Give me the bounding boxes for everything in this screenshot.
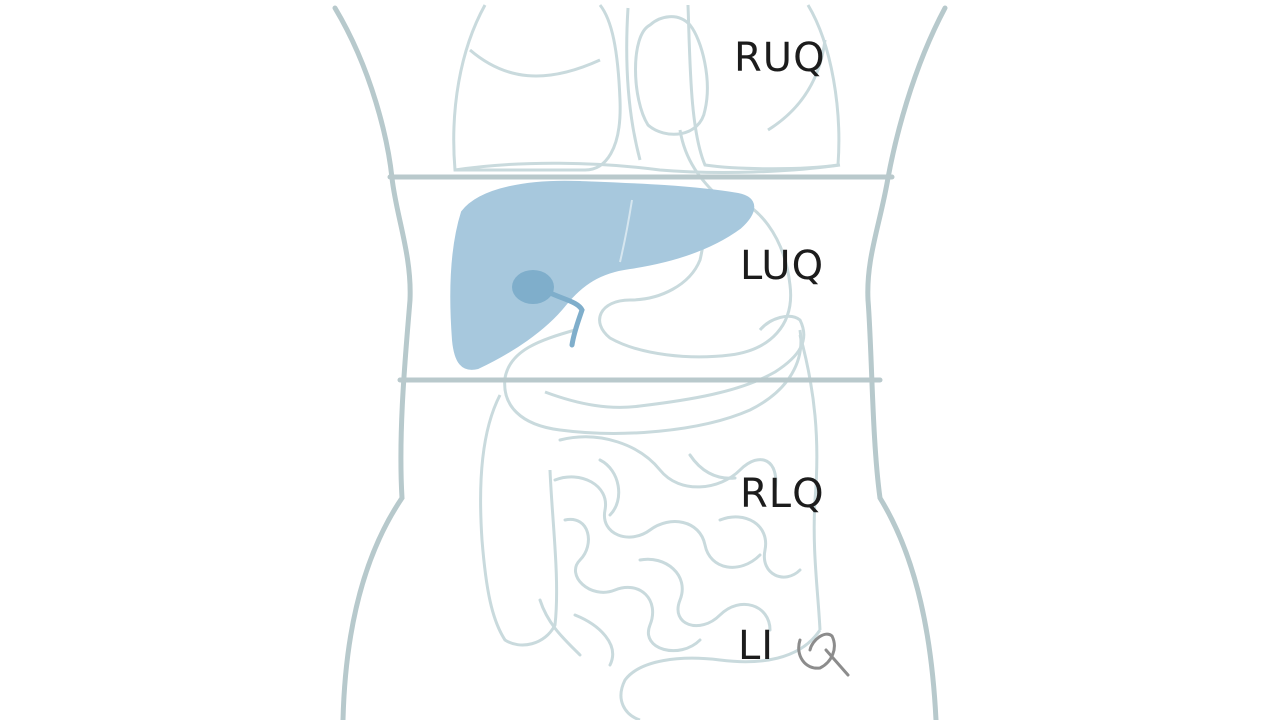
lung-left (452, 4, 622, 172)
intestine-loop-3 (563, 518, 702, 653)
intestine-loop-6 (718, 515, 802, 579)
aorta (625, 7, 642, 161)
small-intestine (538, 435, 802, 667)
torso-right-edge (865, 5, 948, 720)
intestine-loop-2 (553, 475, 762, 569)
heart (634, 15, 709, 136)
label-li: LI (738, 623, 775, 669)
label-luq: LUQ (740, 243, 825, 289)
label-rlq: RLQ (740, 471, 825, 517)
sigmoid-colon (619, 629, 822, 720)
lungs (452, 4, 841, 172)
gallbladder (512, 270, 554, 304)
descending-colon (798, 334, 822, 631)
liver-shape (450, 180, 755, 370)
label-ruq: RUQ (734, 35, 826, 81)
diaphragm-outline (454, 161, 841, 174)
bile-duct (545, 289, 585, 348)
intestine-loop-4 (638, 557, 772, 632)
intestine-loop-5 (598, 453, 737, 517)
lung-left-fissure (469, 48, 601, 78)
torso-left-edge (332, 5, 413, 720)
liver (450, 180, 755, 370)
lung-right-fissure (767, 39, 827, 132)
region-dividers (387, 174, 895, 383)
torso-outline (332, 5, 948, 720)
appendix-loop (797, 632, 836, 670)
stomach (598, 193, 793, 359)
liver-falciform-line (619, 199, 633, 263)
transverse-colon (544, 314, 806, 409)
intestine-loop-1 (558, 435, 778, 492)
appendix-tail (824, 648, 850, 677)
appendix-icon (797, 632, 850, 677)
intestine-loop-7 (538, 598, 614, 667)
duodenum (503, 328, 803, 435)
lung-right (686, 4, 841, 171)
ascending-colon (479, 394, 559, 647)
